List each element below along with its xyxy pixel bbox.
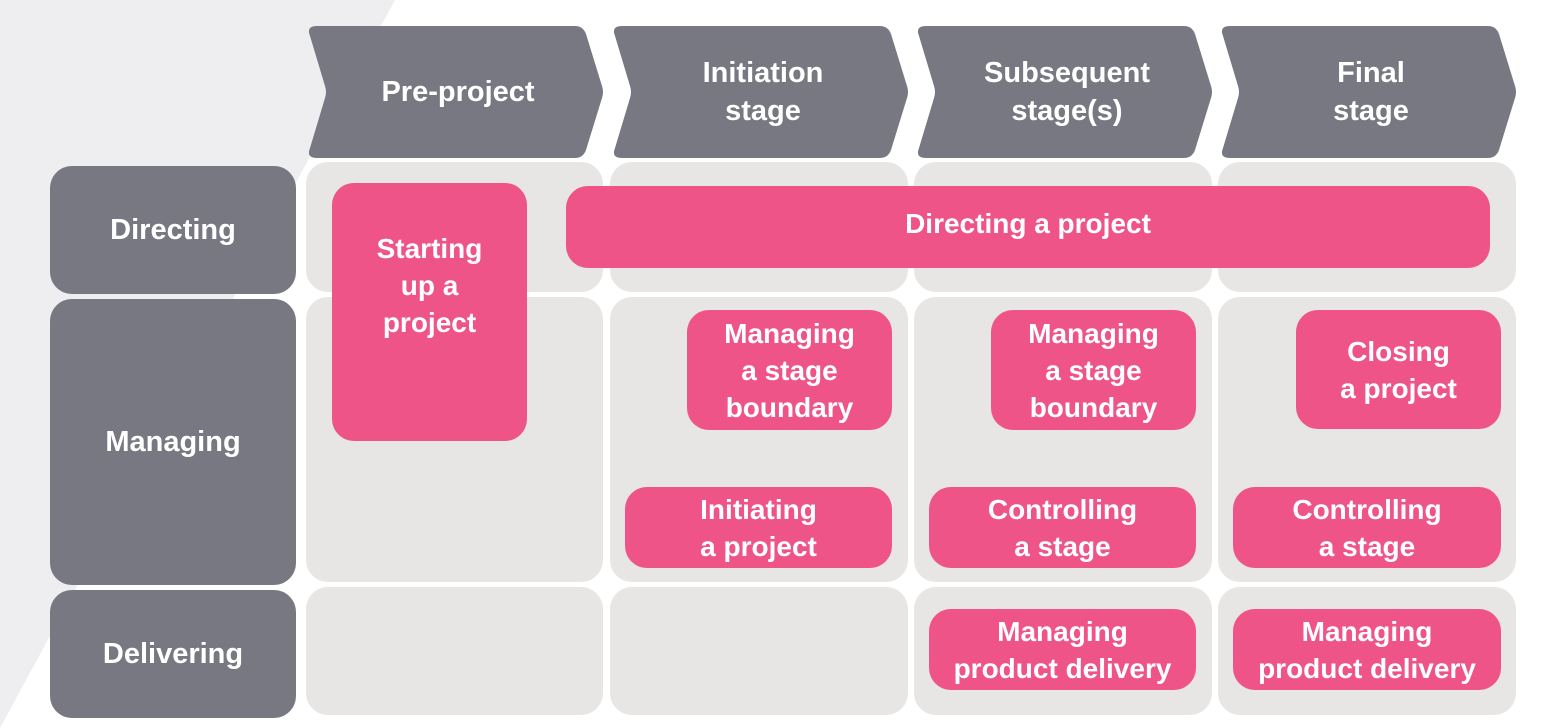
process-managing-product-delivery-final: Managing product delivery — [1233, 609, 1501, 690]
row-label-managing: Managing — [50, 299, 296, 585]
cell-delivering-pre-project — [306, 587, 603, 715]
process-controlling-a-stage-final: Controlling a stage — [1233, 487, 1501, 568]
stage-header-pre-project: Pre-project — [305, 26, 603, 158]
process-initiating-a-project: Initiating a project — [625, 487, 892, 568]
stage-label: Initiation stage — [702, 57, 824, 127]
process-starting-up-a-project: Starting up a project — [332, 183, 527, 441]
cell-delivering-initiation — [610, 587, 908, 715]
stage-header-subsequent: Subsequent stage(s) — [914, 26, 1212, 158]
process-managing-product-delivery-subsequent: Managing product delivery — [929, 609, 1196, 690]
process-directing-a-project: Directing a project — [566, 186, 1490, 268]
stage-label: Pre-project — [381, 76, 535, 108]
stage-label: Final stage — [1333, 57, 1409, 127]
stage-header-final: Final stage — [1218, 26, 1516, 158]
row-label-directing: Directing — [50, 166, 296, 294]
stage-header-initiation: Initiation stage — [610, 26, 908, 158]
stage-label: Subsequent stage(s) — [984, 57, 1150, 127]
process-controlling-a-stage-subsequent: Controlling a stage — [929, 487, 1196, 568]
process-closing-a-project: Closing a project — [1296, 310, 1501, 429]
row-label-delivering: Delivering — [50, 590, 296, 718]
process-managing-stage-boundary-initiation: Managing a stage boundary — [687, 310, 892, 430]
process-managing-stage-boundary-subsequent: Managing a stage boundary — [991, 310, 1196, 430]
